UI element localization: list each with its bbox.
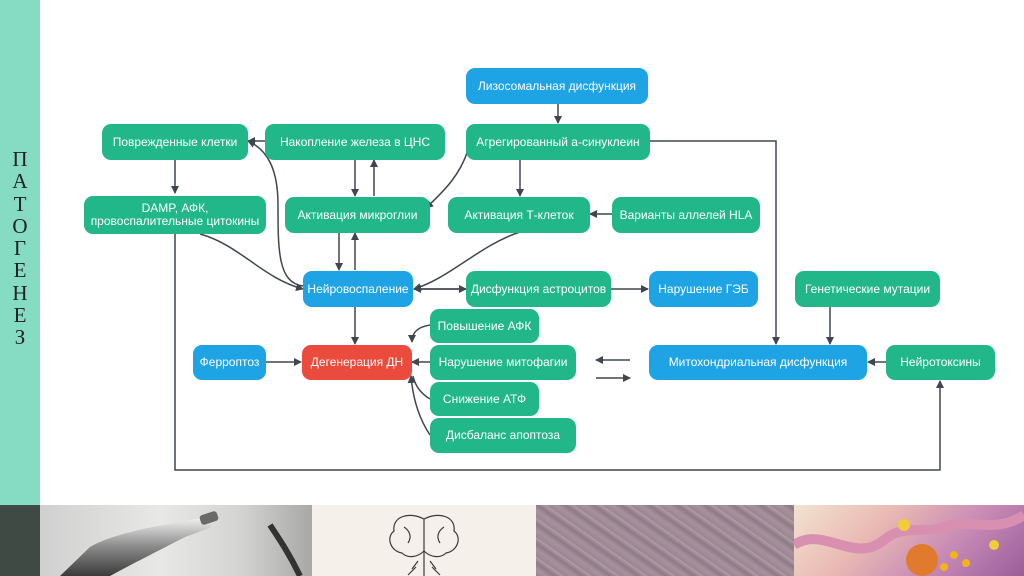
- node-label: DAMP, АФК,: [141, 201, 209, 215]
- sidebar-letter: Т: [13, 191, 27, 216]
- node-label: провоспалительные цитокины: [90, 214, 260, 228]
- arrow-tcells-neuro: [413, 231, 521, 291]
- photo-dental-handpiece: [0, 505, 312, 576]
- cell-membrane-drawing: [794, 510, 1024, 576]
- node-label: Дегенерация ДН: [310, 355, 404, 369]
- sidebar-letter: З: [14, 325, 26, 350]
- sidebar-panel: П А Т О Г Е Н Е З: [0, 0, 40, 505]
- node-lysosomal-dysfunction: Лизосомальная дисфункция: [466, 68, 648, 104]
- sidebar-letter: Н: [12, 280, 28, 305]
- node-label: Ферроптоз: [199, 355, 260, 369]
- node-label: Поврежденные клетки: [112, 134, 238, 149]
- node-ros-increase: Повышение АФК: [430, 309, 539, 343]
- node-label: Снижение АТФ: [442, 391, 527, 406]
- sidebar-letter: Е: [13, 303, 27, 328]
- sidebar-letter: Г: [13, 236, 27, 261]
- node-label: Нейротоксины: [900, 355, 981, 369]
- node-tcell-activation: Активация Т-клеток: [448, 197, 590, 233]
- node-label: Лизосомальная дисфункция: [477, 78, 637, 93]
- node-label: Генетические мутации: [804, 281, 931, 296]
- micrograph-image: [536, 505, 794, 576]
- arrow-ros-degeneration: [408, 324, 431, 343]
- node-mito-dysfunction: Митохондриальная дисфункция: [649, 345, 867, 380]
- node-label: Нарушение ГЭБ: [658, 281, 749, 296]
- node-label: Митохондриальная дисфункция: [668, 355, 848, 369]
- node-label: Повышение АФК: [437, 318, 532, 333]
- footer-image-strip: [0, 505, 1024, 576]
- node-ferroptosis: Ферроптоз: [193, 345, 266, 380]
- node-label: Агрегированный a-синуклеин: [476, 134, 640, 149]
- arrow-synuclein-mito: [650, 140, 780, 345]
- node-microglia-activation: Активация микроглии: [285, 197, 430, 233]
- node-label: Дисбаланс апоптоза: [445, 428, 561, 442]
- handpiece-drawing: [60, 511, 303, 576]
- connector-arrows: [171, 103, 944, 471]
- node-label: Активация Т-клеток: [464, 207, 574, 222]
- node-neuroinflammation: Нейровоспаление: [303, 271, 413, 307]
- sidebar-letter: О: [12, 213, 28, 238]
- brain-icon: [389, 514, 459, 576]
- arrow-damp-neurotoxins: [174, 234, 944, 471]
- node-label: Варианты аллелей HLA: [619, 207, 753, 222]
- sidebar-letter: Е: [13, 258, 27, 283]
- node-label: Нейровоспаление: [307, 281, 409, 296]
- arrow-synuclein-microglia: [425, 149, 469, 209]
- sidebar-title: П А Т О Г Е Н Е З: [0, 148, 40, 349]
- arrow-neuro-damaged: [247, 140, 304, 287]
- node-astrocyte-dysfunction: Дисфункция астроцитов: [466, 271, 611, 307]
- node-atp-decrease: Снижение АТФ: [430, 382, 539, 416]
- arrow-atp-degeneration: [412, 375, 431, 400]
- node-label: Нарушение митофагии: [438, 355, 568, 369]
- node-degeneration: Дегенерация ДН: [302, 345, 412, 380]
- node-label: Накопление железа в ЦНС: [279, 134, 431, 149]
- arrow-damp-neuro: [199, 233, 304, 292]
- node-damaged-cells: Поврежденные клетки: [102, 124, 248, 160]
- node-neurotoxins: Нейротоксины: [886, 345, 995, 380]
- node-hla-variants: Варианты аллелей HLA: [612, 197, 760, 233]
- node-label: Активация микроглии: [297, 207, 418, 222]
- node-aggregated-synuclein: Агрегированный a-синуклеин: [466, 124, 650, 160]
- arrow-apoptosis-degeneration: [407, 375, 431, 436]
- cell-illustration: [794, 505, 1024, 576]
- brain-illustration: [312, 505, 536, 576]
- node-mitophagy-disruption: Нарушение митофагии: [430, 345, 576, 380]
- node-label: Дисфункция астроцитов: [470, 281, 607, 296]
- node-genetic-mutations: Генетические мутации: [795, 271, 940, 307]
- node-iron-accumulation: Накопление железа в ЦНС: [265, 124, 445, 160]
- node-apoptosis-imbalance: Дисбаланс апоптоза: [430, 418, 576, 453]
- node-bbb-disruption: Нарушение ГЭБ: [649, 271, 758, 307]
- sidebar-letter: П: [12, 147, 28, 171]
- sidebar-letter: А: [12, 169, 28, 194]
- node-damp: DAMP, АФК, провоспалительные цитокины: [84, 196, 266, 234]
